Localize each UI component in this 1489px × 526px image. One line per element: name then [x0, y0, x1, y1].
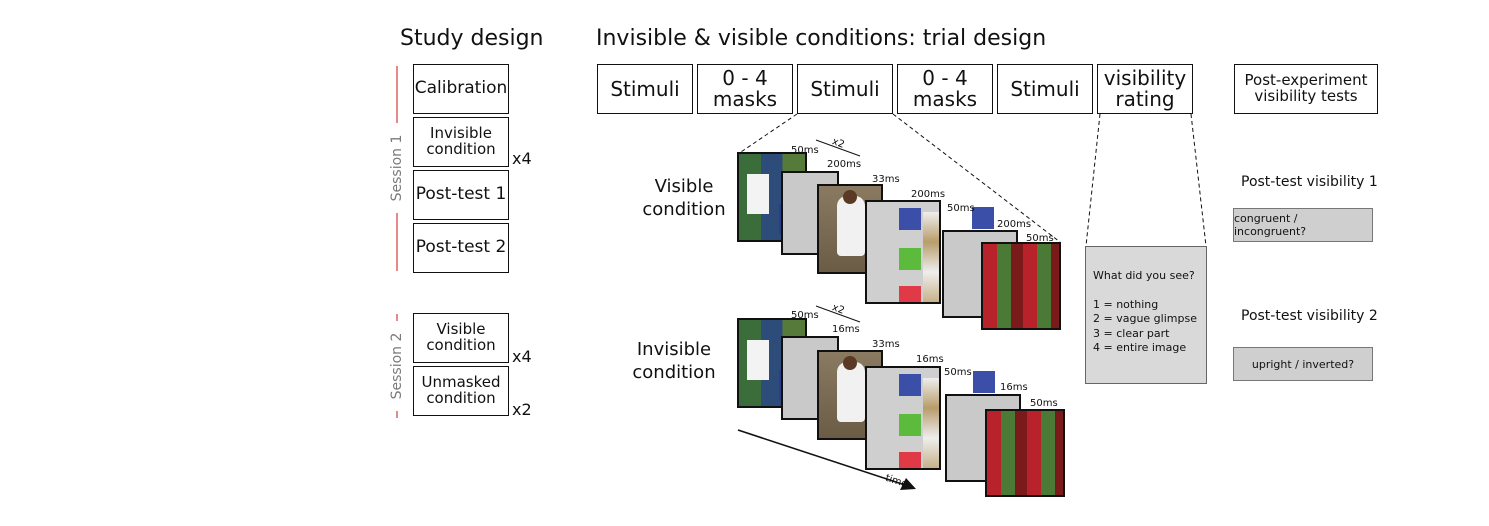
rating-option-1: 1 = nothing: [1093, 297, 1159, 311]
post-test-1-box: Post-test 1: [413, 170, 509, 220]
sequence-masks-2: 0 - 4 masks: [897, 64, 993, 114]
visible-mask-colored: [865, 200, 941, 304]
post-test-2-box: Post-test 2: [413, 223, 509, 273]
invisible-stimulus-frame-3: [985, 409, 1065, 497]
visible-timing-7: 50ms: [1026, 233, 1054, 244]
unmasked-multiplier: x2: [512, 400, 532, 419]
post-test-1-prompt: congruent / incongruent?: [1233, 208, 1373, 242]
invisible-timing-4: 16ms: [916, 354, 944, 365]
invisible-condition-label: Invisible condition: [632, 339, 716, 383]
sequence-stimuli-1: Stimuli: [597, 64, 693, 114]
trial-design-title: Invisible & visible conditions: trial de…: [596, 26, 1047, 51]
rating-option-2: 2 = vague glimpse: [1093, 312, 1197, 325]
visible-timing-2: 200ms: [827, 159, 862, 170]
sequence-stimuli-3: Stimuli: [997, 64, 1093, 114]
invisible-blue-square: [973, 371, 995, 393]
sequence-stimuli-2: Stimuli: [797, 64, 893, 114]
rating-option-3: 3 = clear part: [1093, 326, 1170, 340]
visible-timing-4: 200ms: [911, 189, 946, 200]
time-arrow: [737, 429, 909, 487]
study-design-title: Study design: [400, 26, 544, 51]
visible-timing-3: 33ms: [872, 174, 900, 185]
invisible-timing-1: 50ms: [791, 310, 819, 321]
visible-condition-label: Visible condition: [642, 176, 726, 220]
rating-question: What did you see?: [1093, 269, 1195, 282]
post-test-1-title: Post-test visibility 1: [1241, 174, 1378, 190]
sequence-visibility-rating: visibility rating: [1097, 64, 1193, 114]
invisible-timing-3: 33ms: [872, 339, 900, 350]
visible-timing-5: 50ms: [947, 203, 975, 214]
unmasked-condition-box: Unmasked condition: [413, 366, 509, 416]
post-test-2-title: Post-test visibility 2: [1241, 308, 1378, 324]
visible-condition-box: Visible condition: [413, 313, 509, 363]
visibility-rating-panel: What did you see? 1 = nothing 2 = vague …: [1085, 246, 1207, 384]
visible-timing-6: 200ms: [997, 219, 1032, 230]
invisible-timing-5: 50ms: [944, 367, 972, 378]
post-experiment-box: Post-experiment visibility tests: [1234, 64, 1378, 114]
visible-multiplier: x4: [512, 347, 532, 366]
visible-blue-square: [972, 207, 994, 229]
visible-timing-1: 50ms: [791, 145, 819, 156]
invisible-multiplier: x4: [512, 149, 532, 168]
rating-option-4: 4 = entire image: [1093, 341, 1187, 354]
invisible-condition-box: Invisible condition: [413, 117, 509, 167]
invisible-timing-2: 16ms: [832, 324, 860, 335]
calibration-box: Calibration: [413, 64, 509, 114]
post-test-2-prompt: upright / inverted?: [1233, 347, 1373, 381]
sequence-masks-1: 0 - 4 masks: [697, 64, 793, 114]
visible-stimulus-frame-3: [981, 242, 1061, 330]
invisible-timing-7: 50ms: [1030, 398, 1058, 409]
invisible-timing-6: 16ms: [1000, 382, 1028, 393]
invisible-mask-colored: [865, 366, 941, 470]
